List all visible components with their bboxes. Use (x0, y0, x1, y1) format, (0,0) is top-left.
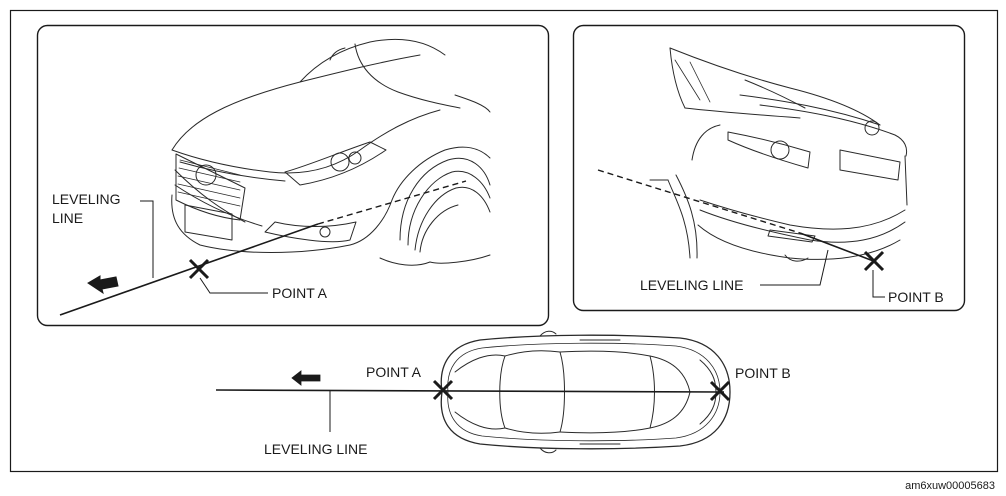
car-front-illustration (171, 38, 491, 266)
rear-leveling-line-solid (799, 232, 877, 263)
top-point-b-marker-icon (709, 380, 731, 402)
direction-arrow-icon (87, 275, 119, 295)
rear-view-frame (572, 24, 966, 312)
point-b-marker-icon (863, 250, 885, 272)
top-leveling-line (215, 389, 725, 393)
front-leveling-line-solid (59, 223, 319, 316)
top-point-b-label: POINT B (735, 365, 791, 381)
rear-leveling-line-dashed (597, 169, 801, 234)
point-a-leader (199, 277, 268, 294)
front-point-a-label: POINT A (272, 285, 328, 301)
figure-code: am6xuw00005683 (905, 480, 995, 492)
top-point-a-label: POINT A (366, 364, 422, 380)
point-a-marker-icon (188, 258, 210, 280)
front-view-frame (36, 24, 550, 327)
top-direction-arrow-icon (291, 370, 321, 386)
car-rear-illustration (649, 47, 908, 262)
outer-frame (9, 9, 999, 473)
rear-view-panel: POINT B LEVELING LINE (572, 24, 966, 312)
rear-leveling-label: LEVELING LINE (640, 277, 744, 293)
front-leveling-label-line2: LINE (52, 210, 83, 226)
front-leveling-leader (140, 200, 154, 278)
front-leveling-line-dashed (317, 180, 467, 225)
front-leveling-label-line1: LEVELING (52, 191, 120, 207)
rear-point-b-label: POINT B (888, 289, 944, 305)
front-view-panel: POINT A LEVELING LINE (36, 24, 550, 327)
top-view: POINT A POINT B LEVELING LINE (215, 330, 791, 457)
top-point-a-marker-icon (432, 379, 454, 401)
point-b-leader (872, 270, 885, 298)
rear-leveling-leader (760, 249, 829, 286)
top-leveling-label: LEVELING LINE (264, 441, 368, 457)
